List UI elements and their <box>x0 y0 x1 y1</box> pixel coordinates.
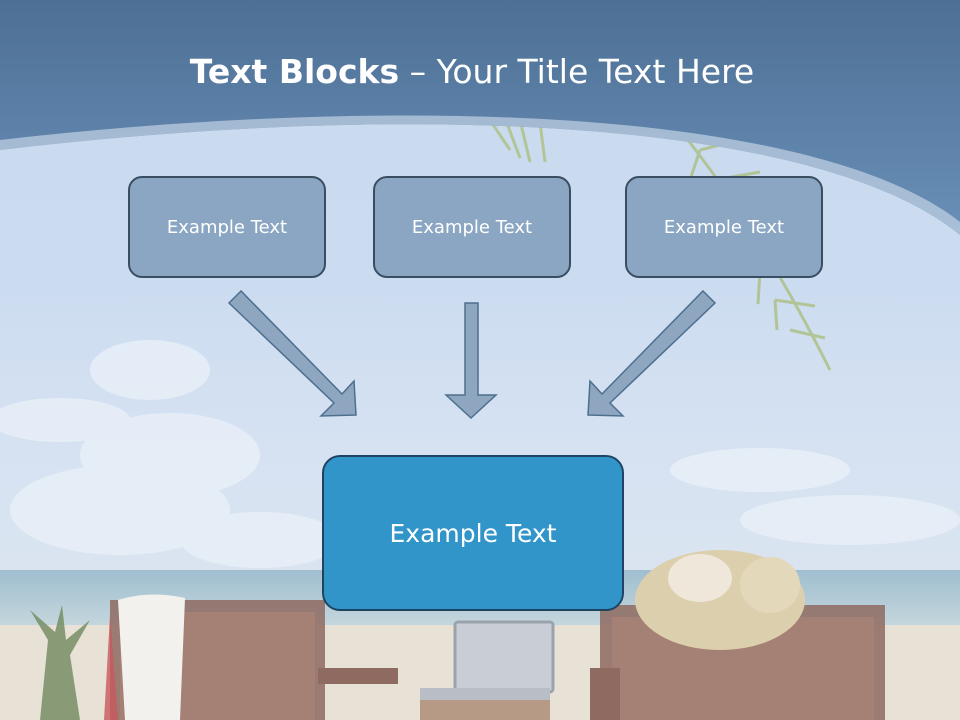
beach-chair-right <box>590 550 885 720</box>
header-edge <box>0 115 960 235</box>
arrow-down <box>444 302 498 420</box>
text-block-3[interactable]: Example Text <box>625 176 823 278</box>
title-bold: Text Blocks <box>189 52 400 91</box>
title-rest: – Your Title Text Here <box>399 52 755 91</box>
slide-title: Text Blocks – Your Title Text Here <box>0 52 944 91</box>
plant <box>30 605 90 720</box>
clouds <box>0 340 960 568</box>
text-block-1[interactable]: Example Text <box>128 176 326 278</box>
beach-chair-left <box>104 594 398 720</box>
laptop <box>420 620 555 720</box>
arrow-down-right <box>227 289 357 417</box>
center-text-block[interactable]: Example Text <box>322 455 624 611</box>
arrow-down-left <box>587 289 717 417</box>
arrows <box>227 289 717 420</box>
text-block-2[interactable]: Example Text <box>373 176 571 278</box>
